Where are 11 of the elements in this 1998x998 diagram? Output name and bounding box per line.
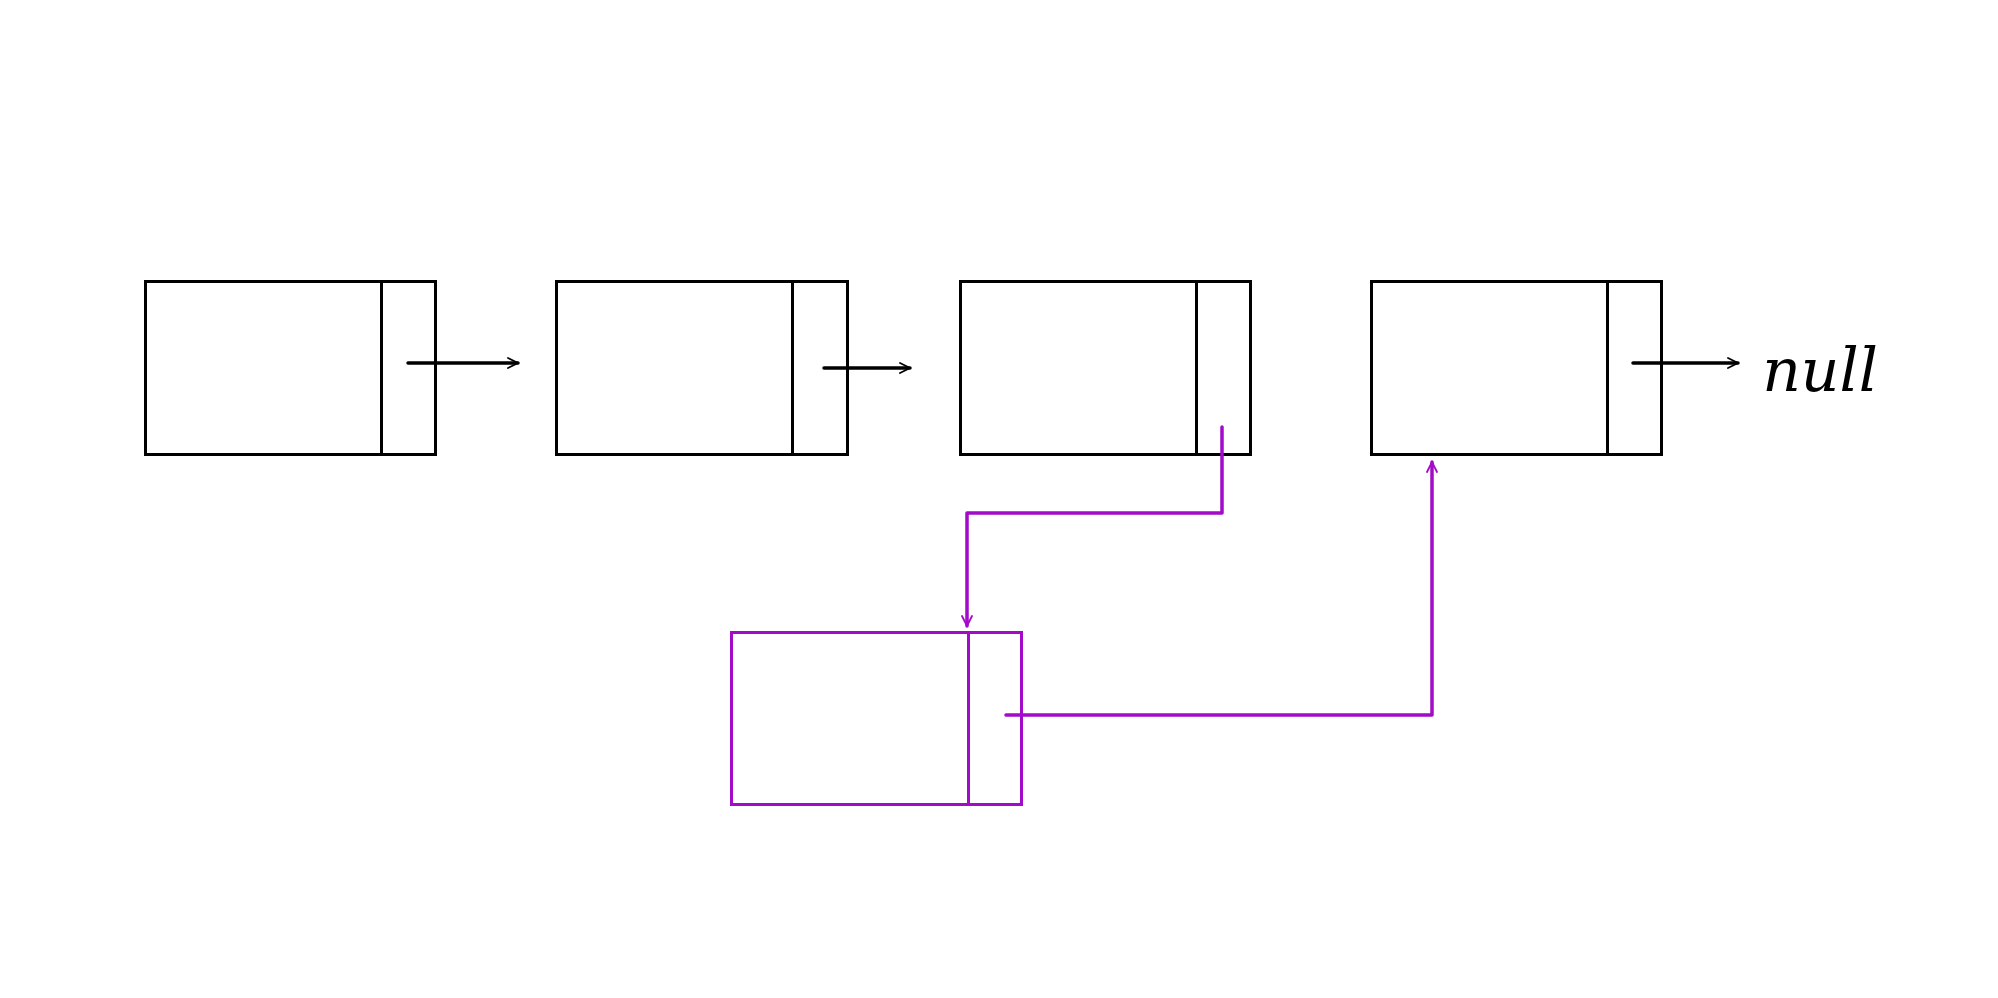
list-node-box xyxy=(555,280,849,456)
arrow xyxy=(406,357,520,369)
arrow xyxy=(1631,357,1740,369)
arrow xyxy=(961,425,1224,628)
list-node-box xyxy=(1370,280,1663,456)
null-label: null xyxy=(1762,340,1878,400)
list-node-box xyxy=(959,280,1252,456)
arrow xyxy=(1004,460,1438,717)
list-node-box xyxy=(730,631,1023,806)
list-node-box xyxy=(144,280,437,456)
arrow xyxy=(822,362,912,374)
